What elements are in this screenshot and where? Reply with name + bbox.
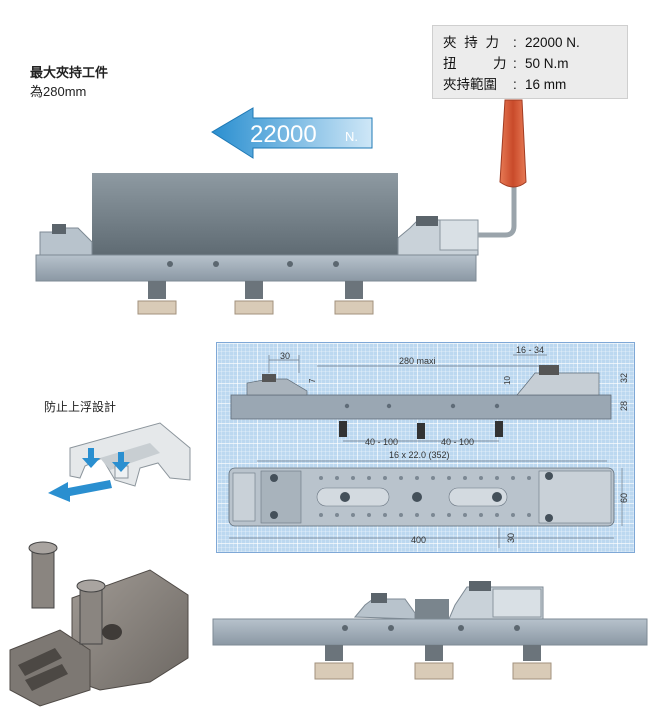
force-value-label: 22000 bbox=[250, 121, 317, 148]
dim-60: 60 bbox=[619, 493, 629, 503]
max-workpiece-caption: 最大夾持工件 為280mm bbox=[30, 65, 109, 99]
dim-32: 32 bbox=[619, 373, 629, 383]
rail-hole bbox=[167, 261, 173, 267]
anti-lift-caption: 防止上浮設計 bbox=[44, 400, 117, 414]
spec-value: 22000 N. bbox=[525, 35, 580, 50]
rail-hole bbox=[287, 261, 293, 267]
force-arrow: 22000 N. bbox=[211, 107, 373, 159]
dim-span-left: 40 - 100 bbox=[365, 437, 398, 447]
down-arrow-icon bbox=[82, 448, 100, 468]
dim-28: 28 bbox=[619, 401, 629, 411]
bottom-workpiece bbox=[415, 599, 449, 619]
vise-top-illustration: 22000 N. bbox=[35, 99, 527, 315]
dim-400: 400 bbox=[411, 535, 426, 545]
rail-hole bbox=[333, 261, 339, 267]
dim-280-max: 280 maxi bbox=[399, 356, 436, 366]
dim-10: 10 bbox=[503, 376, 512, 385]
blueprint-fixed-jaw bbox=[246, 378, 308, 396]
moving-jaw bbox=[397, 216, 479, 256]
anti-lift-illustration bbox=[48, 422, 191, 502]
direction-arrow-icon bbox=[48, 480, 112, 502]
torque-handle bbox=[478, 99, 527, 238]
spec-row-torque: 扭 力 : 50 N.m bbox=[443, 53, 627, 74]
blueprint-side-rail bbox=[230, 394, 612, 420]
dim-range: 16 - 34 bbox=[516, 345, 544, 355]
spec-label: 夾持範圍 bbox=[443, 77, 497, 92]
dim-30-bottom: 30 bbox=[506, 533, 516, 543]
spec-row-clamp-force: 夾 持 力 : 22000 N. bbox=[443, 32, 627, 53]
spec-label: 扭 力 bbox=[443, 56, 509, 71]
bottom-vise-rail bbox=[212, 618, 648, 646]
workpiece-block bbox=[92, 173, 398, 255]
spec-value: 50 N.m bbox=[525, 56, 569, 71]
spec-row-clamp-range: 夾持範圍 : 16 mm bbox=[443, 74, 627, 95]
blueprint-drawing: 30 280 maxi 16 - 34 7 10 32 28 40 - 100 … bbox=[216, 342, 635, 553]
dim-pitch: 16 x 22.0 (352) bbox=[389, 450, 450, 460]
jaw-photo bbox=[9, 541, 189, 707]
vise-bottom-illustration bbox=[212, 581, 648, 680]
vise-rail bbox=[35, 254, 477, 282]
spec-value: 16 mm bbox=[525, 77, 567, 92]
fixed-jaw bbox=[39, 224, 93, 256]
rail-hole bbox=[213, 261, 219, 267]
dim-7: 7 bbox=[308, 378, 317, 383]
t-nuts bbox=[137, 281, 374, 315]
spec-box: 夾 持 力 : 22000 N. 扭 力 : 50 N.m 夾持範圍 : 16 … bbox=[432, 25, 628, 99]
dim-30-top: 30 bbox=[280, 351, 290, 361]
spec-label: 夾 持 力 bbox=[443, 35, 502, 50]
force-unit-label: N. bbox=[345, 129, 358, 144]
blueprint-moving-jaw bbox=[516, 372, 600, 396]
dim-span-right: 40 - 100 bbox=[441, 437, 474, 447]
down-arrow-icon bbox=[112, 452, 130, 472]
